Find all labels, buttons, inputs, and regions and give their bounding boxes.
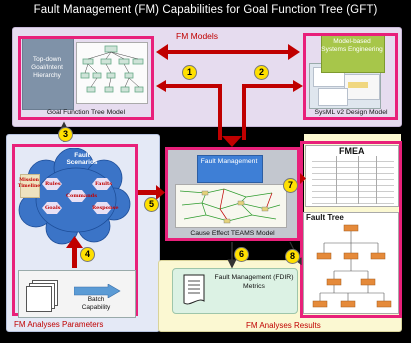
arrow-7 [300, 173, 306, 184]
hex-faults [92, 178, 112, 190]
gft-left-arrowhead [156, 80, 166, 92]
teams-diagram-svg [179, 188, 281, 224]
badge-6: 6 [234, 247, 249, 262]
badge-3: 3 [58, 127, 73, 142]
sysml-right-arrowhead [293, 80, 303, 92]
teams-diagram-image [175, 184, 287, 228]
gft-diagram-image [76, 42, 148, 104]
badge-2: 2 [254, 65, 269, 80]
badge-8: 8 [285, 249, 300, 264]
teams-input-arrowhead [222, 136, 242, 147]
gft-model-highlight [18, 36, 154, 120]
badge-1: 1 [182, 65, 197, 80]
mbse-label: Model-based Systems Engineering [321, 38, 383, 53]
arrow-4 [66, 236, 83, 268]
hex-commands [67, 190, 87, 202]
batch-documents-icon [26, 280, 60, 312]
models-to-teams-arrow [160, 84, 300, 140]
badge-4: 4 [80, 247, 95, 262]
metrics-document-icon [183, 274, 205, 305]
batch-label: Batch Capability [81, 296, 111, 311]
fault-tree-label: Fault Tree [306, 213, 344, 222]
hex-rules-label: Rules [45, 181, 61, 187]
gft-model-label: Goal Function Tree Model [46, 109, 126, 116]
arrow-5 [138, 185, 165, 200]
teams-highlight [165, 147, 300, 241]
fmea-label: FMEA [339, 146, 365, 156]
gft-sysml-arrow [156, 44, 300, 60]
metrics-label: Fault Management (FDIR) Metrics [214, 274, 294, 290]
sysml-group: Model-based Systems Engineering [303, 33, 397, 121]
fm-models-label: FM Models [176, 31, 219, 41]
hex-goals-label: Goals [45, 205, 61, 211]
gft-diagram-svg [80, 45, 144, 93]
mission-timeline-box [20, 174, 40, 198]
teams-label: Cause Effect TEAMS Model [190, 230, 275, 237]
badge-5: 5 [144, 197, 159, 212]
hex-response [92, 202, 112, 214]
mbse-box [321, 35, 385, 73]
fmea-table-image [305, 145, 399, 207]
fault-scenarios-label: Fault Scenarios [66, 152, 98, 166]
batch-arrow-icon [74, 284, 121, 298]
hex-rules [42, 178, 62, 190]
fault-management-box [197, 155, 263, 183]
hex-response-label: Response [92, 205, 119, 211]
hex-goals [42, 202, 62, 214]
hex-faults-label: Faults [95, 181, 113, 187]
badge-7: 7 [283, 178, 298, 193]
mission-timeline-label: Mission Timeline [17, 178, 41, 189]
parameters-label: FM Analyses Parameters [14, 320, 104, 329]
page-title: Fault Management (FM) Capabilities for G… [33, 4, 378, 16]
sysml-label: SysML v2 Design Model [314, 109, 388, 116]
results-label: FM Analyses Results [246, 321, 321, 330]
fault-tree-svg [312, 224, 392, 308]
gft-model-group: Top-down Goal/Intent Hierarchy [18, 36, 154, 118]
hex-commands-label: Commands [66, 193, 98, 199]
results-highlight [300, 141, 402, 318]
sysml-highlight [303, 33, 398, 120]
topdown-label: Top-down Goal/Intent Hierarchy [31, 56, 63, 79]
fault-tree-image [303, 212, 399, 314]
fault-management-label: Fault Management [200, 158, 258, 165]
